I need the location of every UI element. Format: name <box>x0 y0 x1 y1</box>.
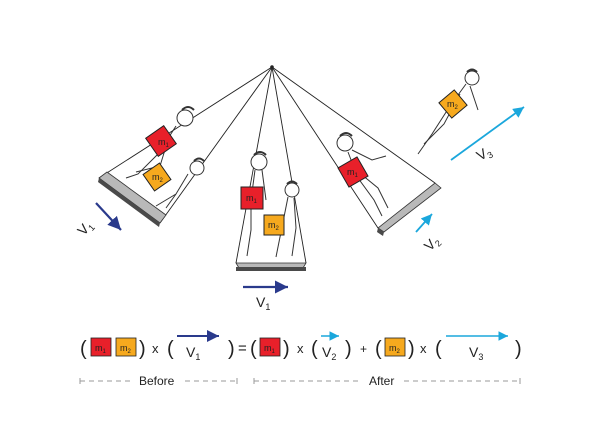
eq-times-3: x <box>420 341 427 356</box>
left-mass-2 <box>142 162 172 192</box>
eq-mass-2-label: m2 <box>120 343 132 355</box>
jumper-velocity-label: V3 <box>473 143 494 166</box>
eq-v1-label: V1 <box>186 344 200 362</box>
center-swing: m1 m2 V1 <box>235 151 307 312</box>
left-mass-1-label: m1 <box>158 137 170 149</box>
eq-v2-label: V2 <box>322 344 336 362</box>
rope-left-inner <box>159 66 273 224</box>
eq-mass-1-label: m1 <box>95 343 107 355</box>
left-velocity-arrow <box>95 202 122 231</box>
center-mass-2-label: m2 <box>268 220 280 232</box>
eq-mass-2-box <box>115 337 137 357</box>
center-velocity-label: V1 <box>256 294 270 312</box>
left-mass-1 <box>144 124 178 158</box>
eq-close-paren-4: ) <box>345 338 352 360</box>
eq-mass-1-after-label: m1 <box>264 343 276 355</box>
eq-open-paren-4: ( <box>311 338 318 360</box>
right-velocity-arrow <box>415 213 433 233</box>
eq-mass-1-after-box <box>259 337 281 357</box>
eq-times-2: x <box>297 341 304 356</box>
center-mass-1-label: m1 <box>246 193 258 205</box>
phase-legend: Before After <box>79 374 521 388</box>
eq-equals: = <box>238 340 247 357</box>
center-platform-side <box>236 267 306 271</box>
center-mass-1 <box>240 186 264 210</box>
center-mass-2 <box>263 214 285 236</box>
before-label: Before <box>139 374 175 388</box>
left-velocity-label: V1 <box>74 217 97 240</box>
left-platform-side <box>98 178 160 227</box>
after-label: After <box>369 374 394 388</box>
eq-mass-1-box <box>90 337 112 357</box>
eq-close-paren-6: ) <box>515 338 522 360</box>
rope-right-inner <box>271 66 379 229</box>
left-mass-2-label: m2 <box>152 172 164 184</box>
right-platform-side <box>377 228 384 236</box>
left-figures <box>125 106 205 209</box>
left-swing: m1 m2 V1 <box>74 106 205 240</box>
eq-open-paren-3: ( <box>250 338 257 360</box>
left-platform-top <box>98 171 167 224</box>
eq-mass-2-after-box <box>384 337 406 357</box>
jumper-mass-2-label: m2 <box>447 99 459 111</box>
right-mass-1 <box>337 156 369 188</box>
right-mass-1-label: m1 <box>347 167 359 179</box>
rope-center-right <box>271 66 307 264</box>
jumper-velocity-arrow <box>450 106 525 161</box>
eq-close-paren-5: ) <box>408 338 415 360</box>
eq-mass-2-after-label: m2 <box>389 343 401 355</box>
eq-open-paren-5: ( <box>375 338 382 360</box>
eq-open-paren-1: ( <box>80 338 87 360</box>
eq-plus: + <box>360 342 367 356</box>
pivot-point <box>270 65 274 69</box>
eq-open-paren-2: ( <box>167 338 174 360</box>
right-swing: m1 V2 <box>336 132 444 255</box>
jumper-mass-2 <box>438 89 468 119</box>
eq-times-1: x <box>152 341 159 356</box>
jumper: m2 V3 <box>417 68 525 166</box>
eq-close-paren-2: ) <box>228 338 235 360</box>
center-figures <box>246 151 300 258</box>
eq-open-paren-6: ( <box>435 338 442 360</box>
rope-right-outer <box>271 66 436 184</box>
eq-v3-label: V3 <box>469 344 483 362</box>
right-velocity-label: V2 <box>421 232 444 255</box>
eq-close-paren-1: ) <box>139 338 146 360</box>
momentum-equation: ( m1 m2 ) x ( V1 ) = ( m1 ) x ( V2 ) + (… <box>80 330 522 362</box>
eq-close-paren-3: ) <box>283 338 290 360</box>
